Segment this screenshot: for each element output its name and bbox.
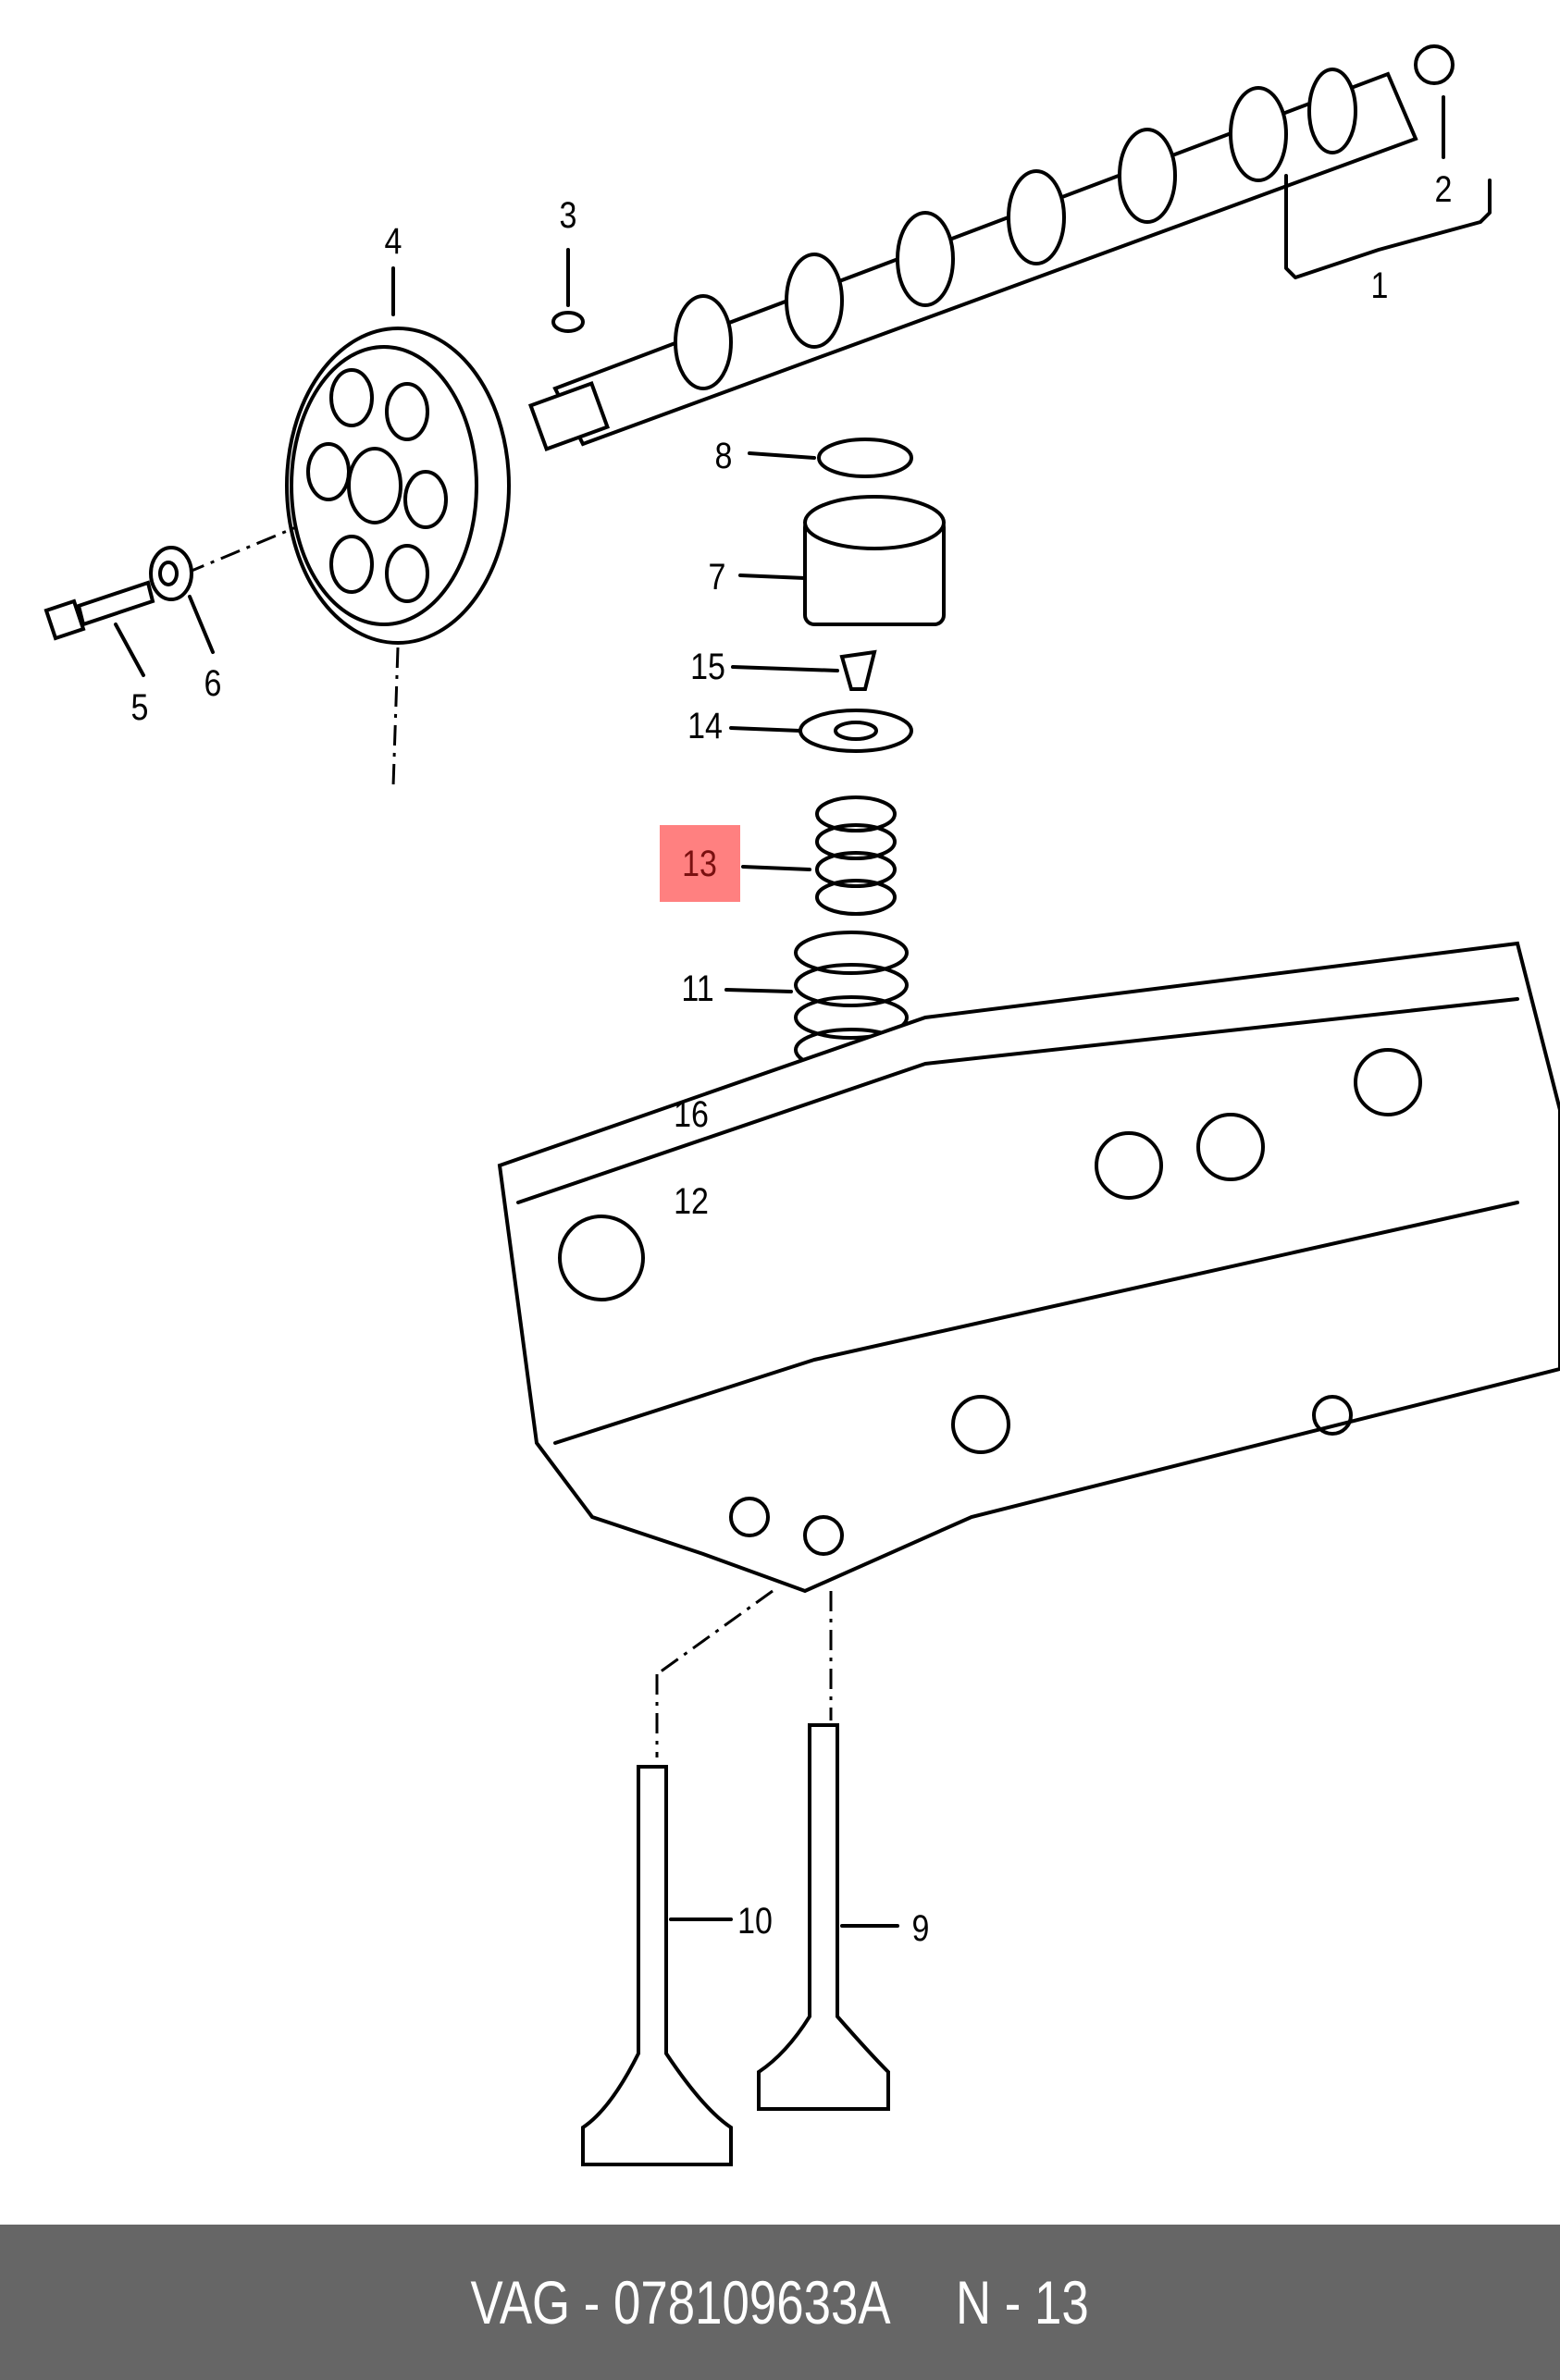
spring-13 [815, 795, 897, 916]
part-info-footer: VAG - 078109633A N - 13 [0, 2225, 1560, 2380]
callout-5[interactable]: 5 [130, 687, 149, 728]
callout-9[interactable]: 9 [911, 1908, 930, 1949]
callout-1[interactable]: 1 [1370, 265, 1389, 306]
callout-12[interactable]: 12 [674, 1181, 709, 1222]
callout-3[interactable]: 3 [559, 195, 577, 236]
cylinder-head [497, 941, 1560, 1757]
spring-11 [794, 931, 909, 1072]
parts-diagram: 1 2 3 4 5 6 7 8 9 10 11 12 13 14 15 16 [43, 44, 1560, 2166]
part-info-text: VAG - 078109633A N - 13 [470, 2268, 1090, 2337]
key-3 [551, 311, 585, 333]
callout-8[interactable]: 8 [714, 436, 733, 476]
bolt-and-washer [43, 546, 215, 677]
highlighted-callout-13[interactable]: 13 [660, 825, 740, 902]
camshaft [527, 44, 1492, 452]
callout-6[interactable]: 6 [204, 663, 222, 704]
timing-gear [184, 266, 511, 787]
callout-16[interactable]: 16 [674, 1094, 709, 1135]
callout-4[interactable]: 4 [384, 221, 402, 262]
callout-7[interactable]: 7 [708, 557, 726, 598]
callout-11[interactable]: 11 [681, 968, 714, 1009]
valves [581, 1723, 899, 2166]
callout-2[interactable]: 2 [1434, 169, 1453, 210]
callout-15[interactable]: 15 [690, 647, 725, 687]
callout-14[interactable]: 14 [687, 706, 723, 746]
callout-10[interactable]: 10 [737, 1901, 773, 1942]
sprocket-2 [1414, 44, 1455, 85]
callout-13: 13 [682, 844, 717, 884]
exploded-view-drawing [43, 44, 1560, 2166]
